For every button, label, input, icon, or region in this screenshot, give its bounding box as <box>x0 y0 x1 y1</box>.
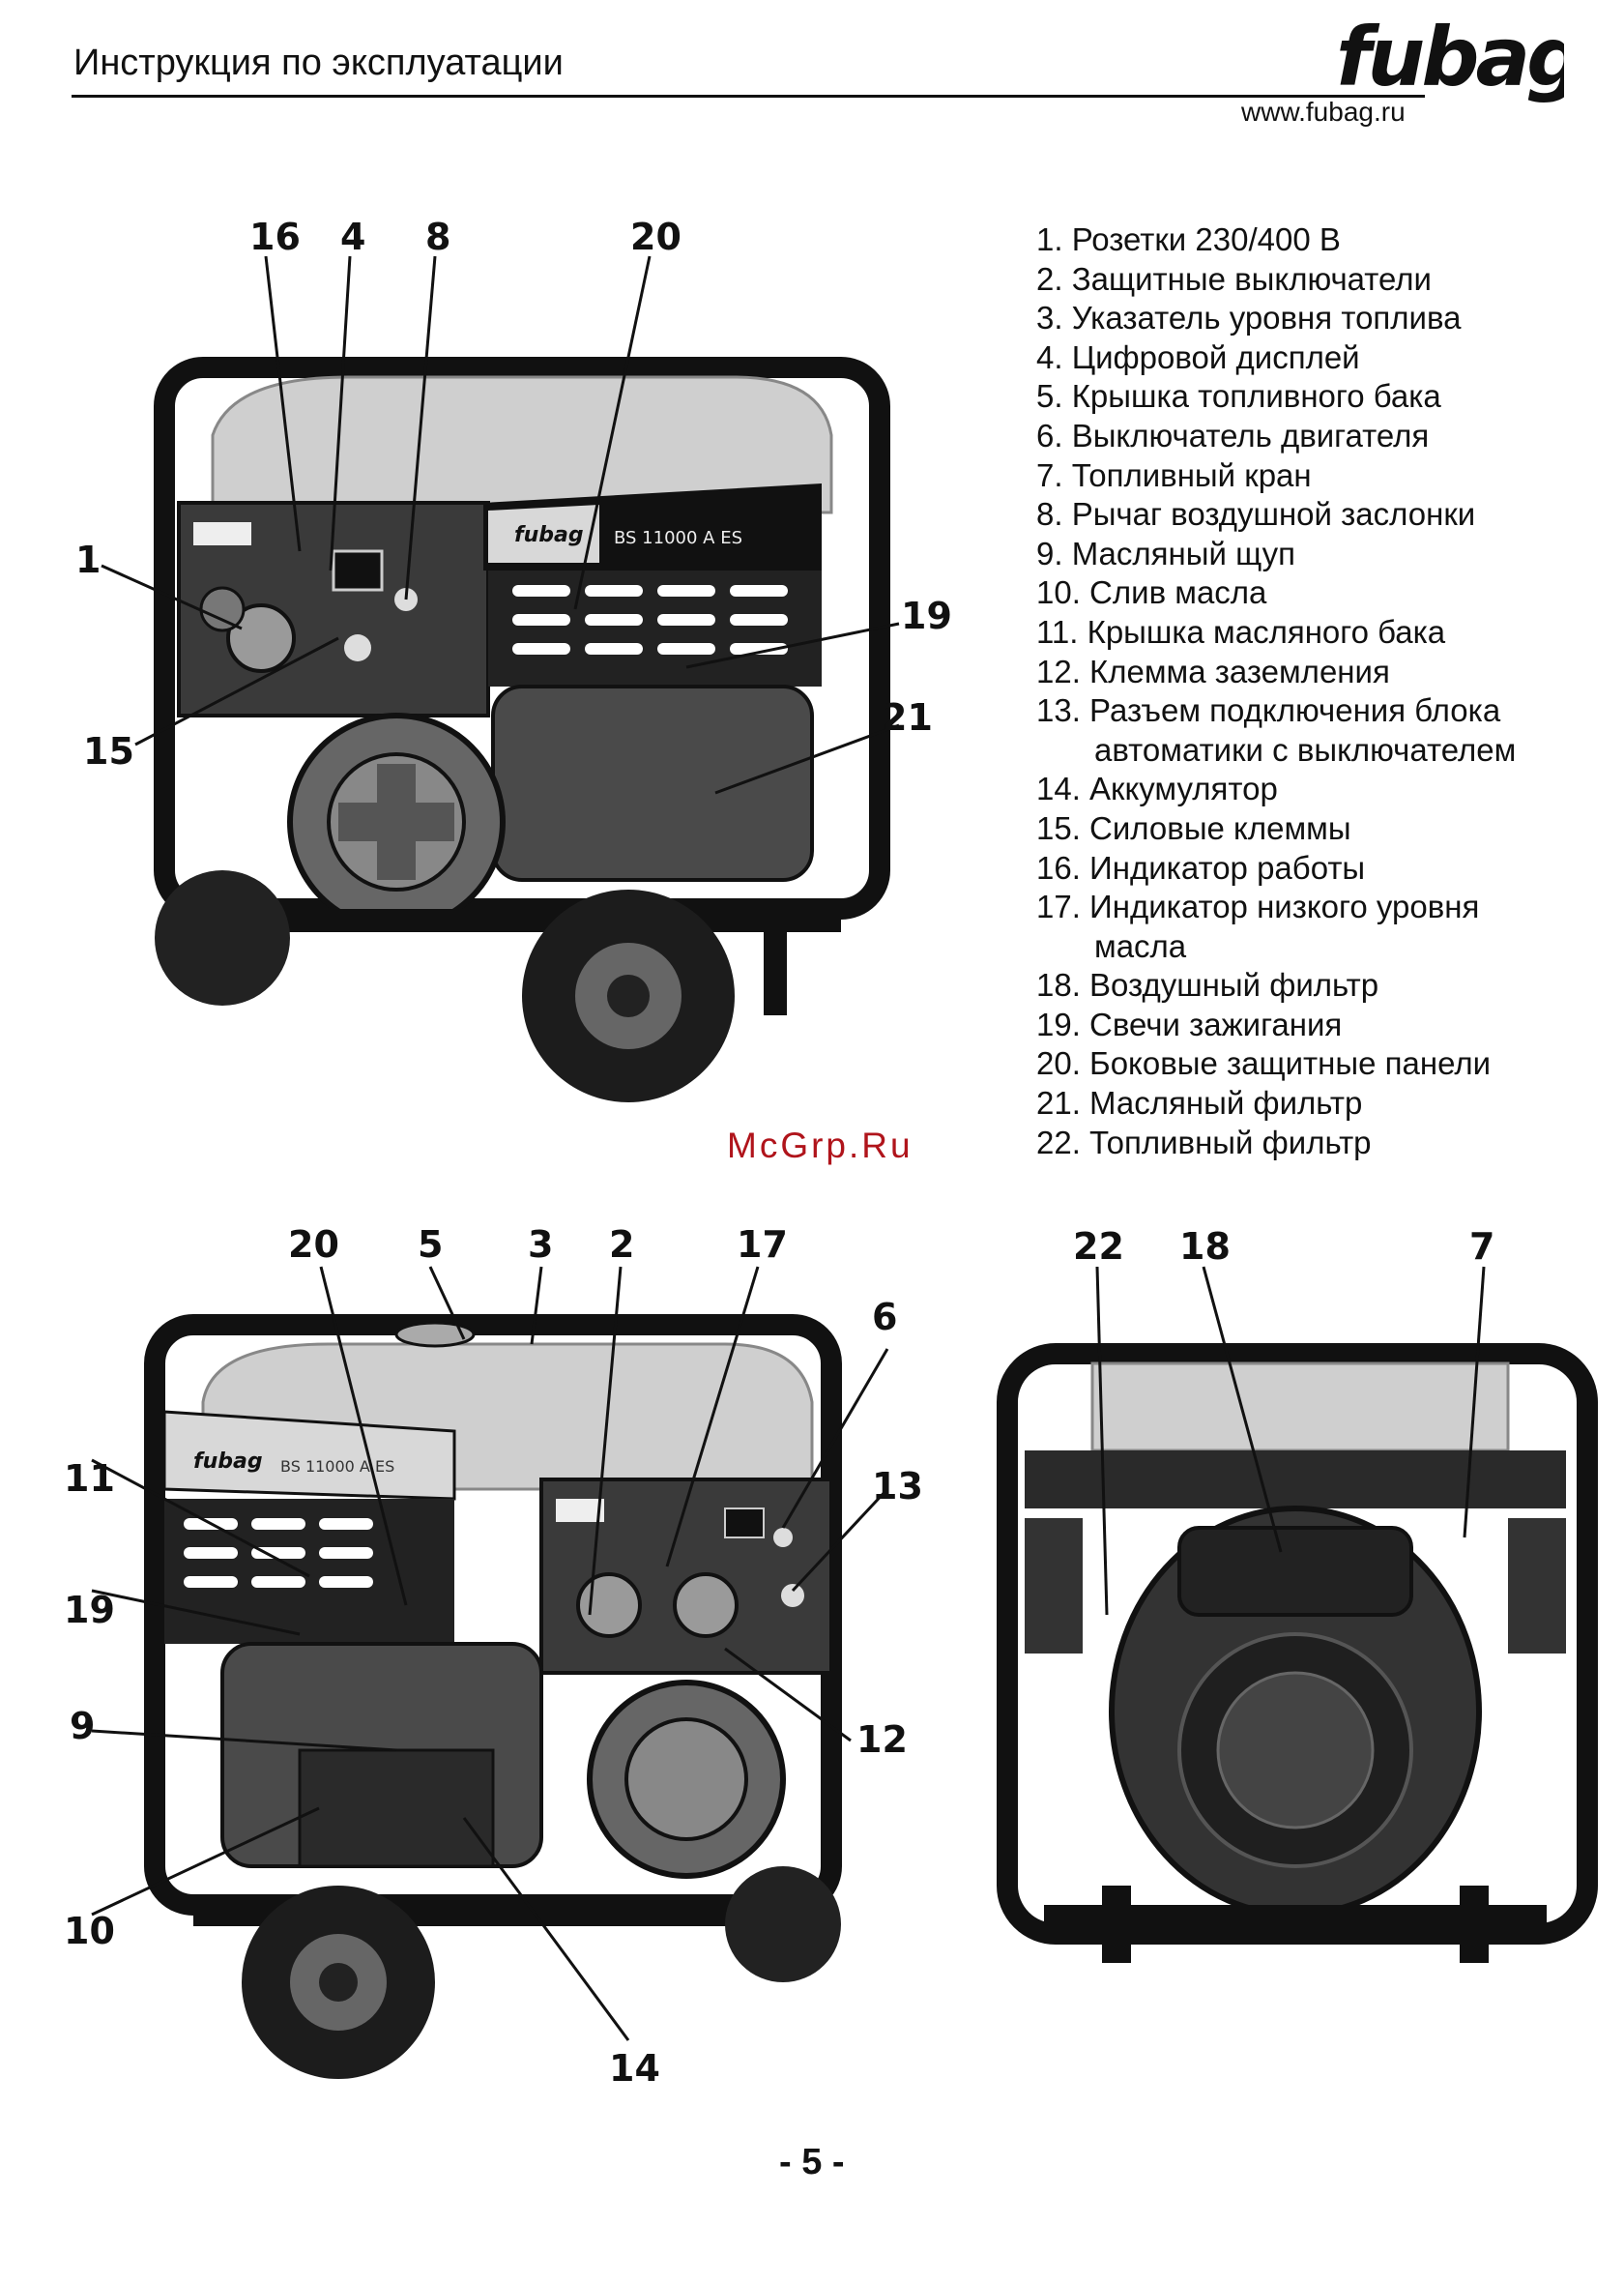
legend-item: 14. Аккумулятор <box>1036 771 1278 807</box>
callout-label: 8 <box>425 216 450 258</box>
svg-text:fubag: fubag <box>1336 17 1564 104</box>
legend-item: 1. Розетки 230/400 В <box>1036 221 1341 257</box>
callout-label: 5 <box>418 1223 443 1266</box>
legend-item: 2. Защитные выключатели <box>1036 260 1432 297</box>
callout-label: 9 <box>70 1705 95 1747</box>
legend-item-continued: масла <box>1036 927 1578 967</box>
callout-label: 15 <box>83 730 134 773</box>
callout-label: 20 <box>630 216 682 258</box>
fubag-logo: fubag <box>1336 17 1564 104</box>
website-link[interactable]: www.fubag.ru <box>1241 97 1406 127</box>
callout-label: 7 <box>1469 1225 1494 1268</box>
callout-label: 4 <box>340 216 365 258</box>
generator-rear-figure: 22 18 7 <box>986 1209 1605 2002</box>
callout-label: 18 <box>1179 1225 1231 1268</box>
legend-item: 9. Масляный щуп <box>1036 535 1295 571</box>
parts-legend: 1. Розетки 230/400 В 2. Защитные выключа… <box>1036 220 1578 1162</box>
legend-item: 11. Крышка масляного бака <box>1036 613 1446 650</box>
legend-item: 13. Разъем подключения блока <box>1036 692 1501 729</box>
callout-label: 3 <box>528 1223 553 1266</box>
watermark: McGrp.Ru <box>727 1126 914 1165</box>
legend-item: 3. Указатель уровня топлива <box>1036 300 1462 337</box>
header-divider <box>72 95 1425 98</box>
page-header-title: Инструкция по эксплуатации <box>73 43 564 83</box>
generator-front-figure: fubag BS 11000 A ES <box>58 203 967 1131</box>
legend-item: 19. Свечи зажигания <box>1036 1006 1343 1042</box>
generator-side-figure: fubag BS 11000 A ES <box>48 1209 947 2098</box>
callout-label: 19 <box>64 1589 115 1631</box>
callout-label: 12 <box>856 1718 908 1761</box>
front-model-label: BS 11000 A ES <box>614 528 742 548</box>
legend-item: 7. Топливный кран <box>1036 456 1312 493</box>
legend-item: 22. Топливный фильтр <box>1036 1124 1372 1160</box>
callout-label: 1 <box>75 539 101 581</box>
side-model-label: BS 11000 A ES <box>280 1457 394 1476</box>
callout-label: 2 <box>609 1223 634 1266</box>
legend-item: 21. Масляный фильтр <box>1036 1085 1363 1122</box>
legend-item: 6. Выключатель двигателя <box>1036 417 1430 454</box>
legend-item-continuation: автоматики с выключателем <box>1094 731 1517 768</box>
callout-label: 20 <box>288 1223 339 1266</box>
legend-item: 18. Воздушный фильтр <box>1036 967 1379 1004</box>
legend-item: 5. Крышка топливного бака <box>1036 378 1441 415</box>
legend-item: 17. Индикатор низкого уровня <box>1036 889 1480 925</box>
callout-label: 16 <box>249 216 301 258</box>
legend-item: 15. Силовые клеммы <box>1036 809 1351 846</box>
legend-item-continued: автоматики с выключателем <box>1036 731 1578 771</box>
callout-label: 19 <box>901 595 952 637</box>
callout-label: 10 <box>64 1910 115 1952</box>
callout-label: 14 <box>609 2047 660 2090</box>
legend-item-continuation: масла <box>1094 927 1187 964</box>
front-brand-label: fubag <box>514 523 584 547</box>
callout-label: 17 <box>737 1223 788 1266</box>
legend-item: 12. Клемма заземления <box>1036 653 1390 689</box>
legend-item: 10. Слив масла <box>1036 574 1267 611</box>
legend-item: 4. Цифровой дисплей <box>1036 338 1360 375</box>
side-brand-label: fubag <box>193 1449 263 1474</box>
callout-label: 13 <box>872 1465 923 1507</box>
legend-item: 20. Боковые защитные панели <box>1036 1045 1492 1082</box>
callout-label: 11 <box>64 1457 115 1500</box>
legend-item: 8. Рычаг воздушной заслонки <box>1036 496 1476 533</box>
callout-label: 21 <box>882 696 933 739</box>
callout-label: 22 <box>1073 1225 1124 1268</box>
page-number: - 5 - <box>779 2142 845 2182</box>
callout-label: 6 <box>872 1296 897 1338</box>
legend-item: 16. Индикатор работы <box>1036 849 1366 886</box>
